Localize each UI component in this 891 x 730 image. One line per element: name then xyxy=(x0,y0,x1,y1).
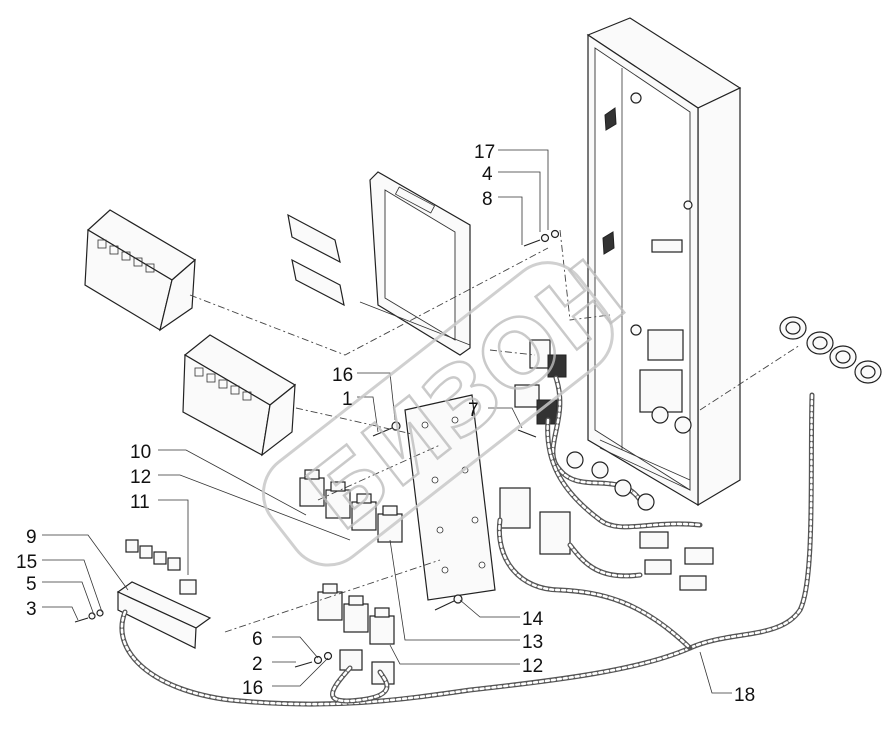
callout-7: 7 xyxy=(468,400,479,421)
callout-13: 13 xyxy=(522,632,543,653)
callout-4: 4 xyxy=(482,164,493,185)
callout-12-top: 12 xyxy=(130,467,151,488)
callout-3: 3 xyxy=(26,599,37,620)
mounting-frame xyxy=(287,171,471,356)
mounting-plate xyxy=(404,394,496,601)
callout-10: 10 xyxy=(130,442,151,463)
callout-8: 8 xyxy=(482,189,493,210)
relay-box-lower xyxy=(182,334,297,457)
callout-2: 2 xyxy=(252,654,263,675)
assembly-lines xyxy=(189,229,801,633)
fuse-block xyxy=(116,539,212,649)
wiring-harness xyxy=(119,375,815,707)
callout-15: 15 xyxy=(16,552,37,573)
callout-18: 18 xyxy=(734,685,755,706)
relay-row-upper xyxy=(299,469,403,543)
callout-17: 17 xyxy=(474,142,495,163)
small-grommets xyxy=(566,451,655,511)
callout-9: 9 xyxy=(26,527,37,548)
callout-11: 11 xyxy=(130,492,150,513)
callout-14: 14 xyxy=(522,609,544,630)
relay-row-lower xyxy=(317,583,395,645)
fasteners xyxy=(74,229,560,668)
callout-1: 1 xyxy=(342,389,353,410)
callout-6: 6 xyxy=(252,629,263,650)
callout-16-top: 16 xyxy=(332,365,353,386)
callout-5: 5 xyxy=(26,574,37,595)
callout-12-bottom: 12 xyxy=(522,656,543,677)
callout-16-bottom: 16 xyxy=(242,678,263,699)
leader-lines xyxy=(42,149,732,694)
cabinet-housing xyxy=(586,17,742,507)
callout-labels: 17 4 8 16 1 7 10 12 11 9 15 5 3 6 2 16 1… xyxy=(16,142,755,706)
relay-box-upper xyxy=(84,209,197,332)
grommets xyxy=(779,316,882,384)
